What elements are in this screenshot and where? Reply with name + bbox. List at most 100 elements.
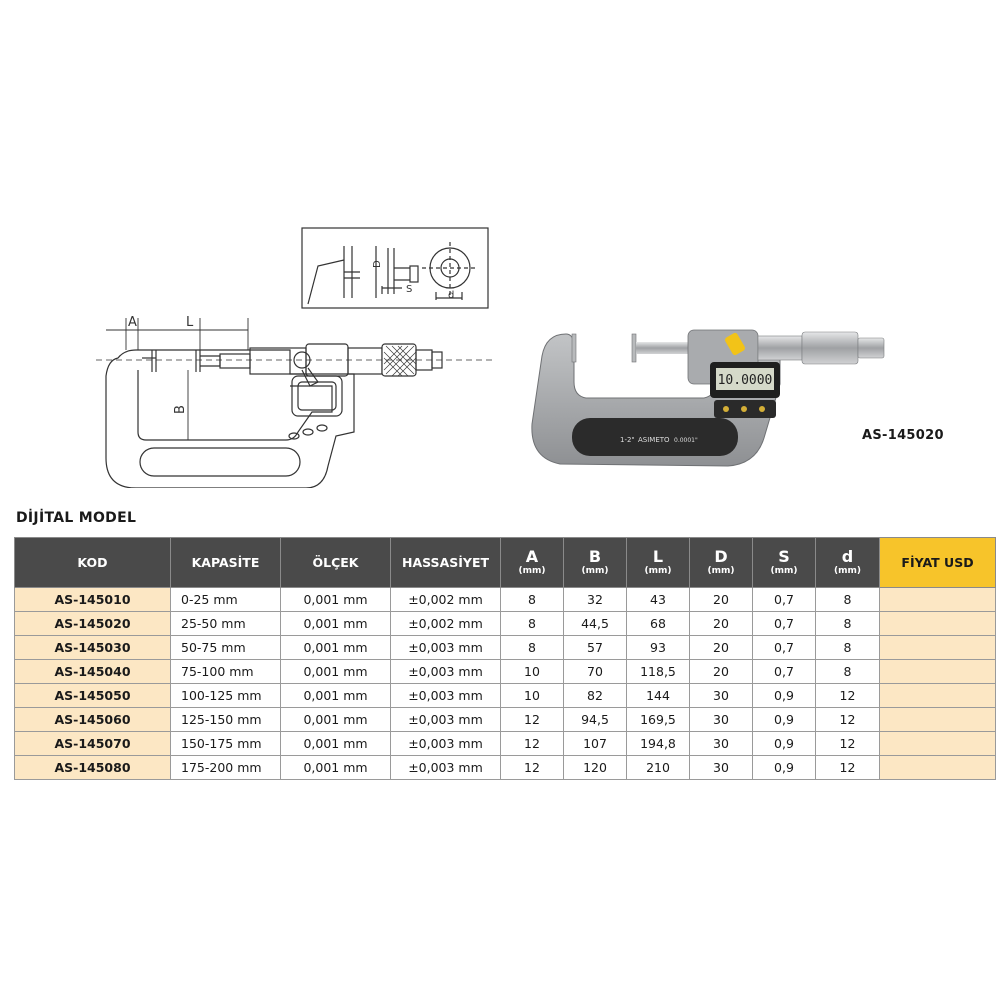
cell-a: 12 xyxy=(500,707,564,732)
cell-price xyxy=(879,755,996,780)
dim-b-label: B xyxy=(173,405,188,414)
cell-price xyxy=(879,707,996,732)
technical-drawing: A L B D S d xyxy=(96,227,496,488)
cell-scale: 0,001 mm xyxy=(280,611,391,636)
header-fiyat: FİYAT USD xyxy=(879,537,996,588)
model-code-label: AS-145020 xyxy=(862,428,944,443)
cell-price xyxy=(879,611,996,636)
spec-table: KOD KAPASİTE ÖLÇEK HASSASİYET A(mm) B(mm… xyxy=(14,537,996,780)
dim-s-label: S xyxy=(406,284,412,295)
cell-s: 0,7 xyxy=(752,587,816,612)
cell-small-d: 8 xyxy=(815,635,880,660)
header-hassasiyet: HASSASİYET xyxy=(390,537,501,588)
header-kapasite: KAPASİTE xyxy=(170,537,281,588)
cell-accuracy: ±0,002 mm xyxy=(390,587,501,612)
cell-accuracy: ±0,003 mm xyxy=(390,683,501,708)
cell-s: 0,9 xyxy=(752,731,816,756)
cell-scale: 0,001 mm xyxy=(280,707,391,732)
cell-capacity: 75-100 mm xyxy=(170,659,281,684)
cell-code: AS-145020 xyxy=(14,611,171,636)
product-photo: 1-2" ASIMETO 0.0001" 10.0000 xyxy=(531,329,885,467)
cell-b: 120 xyxy=(563,755,627,780)
cell-price xyxy=(879,683,996,708)
cell-scale: 0,001 mm xyxy=(280,659,391,684)
frame-outline xyxy=(105,349,355,488)
cell-a: 8 xyxy=(500,611,564,636)
cell-scale: 0,001 mm xyxy=(280,635,391,660)
cell-capacity: 175-200 mm xyxy=(170,755,281,780)
cell-accuracy: ±0,003 mm xyxy=(390,731,501,756)
cell-s: 0,9 xyxy=(752,683,816,708)
cell-price xyxy=(879,659,996,684)
cell-s: 0,7 xyxy=(752,635,816,660)
cell-price xyxy=(879,731,996,756)
sleeve xyxy=(757,335,803,361)
cell-code: AS-145010 xyxy=(14,587,171,612)
cell-d: 20 xyxy=(689,635,753,660)
cell-code: AS-145050 xyxy=(14,683,171,708)
anvil-disc xyxy=(571,333,577,363)
cell-scale: 0,001 mm xyxy=(280,683,391,708)
cell-d: 20 xyxy=(689,611,753,636)
cell-capacity: 0-25 mm xyxy=(170,587,281,612)
disc-detail-inset xyxy=(301,227,489,309)
cell-b: 107 xyxy=(563,731,627,756)
cell-l: 68 xyxy=(626,611,690,636)
cell-small-d: 12 xyxy=(815,683,880,708)
cell-d: 30 xyxy=(689,707,753,732)
insulation-grip xyxy=(572,418,738,456)
cell-d: 30 xyxy=(689,683,753,708)
cell-s: 0,9 xyxy=(752,707,816,732)
cell-b: 82 xyxy=(563,683,627,708)
grip-size-text: 1-2" xyxy=(620,436,635,444)
cell-b: 94,5 xyxy=(563,707,627,732)
cell-accuracy: ±0,003 mm xyxy=(390,707,501,732)
cell-b: 70 xyxy=(563,659,627,684)
cell-capacity: 125-150 mm xyxy=(170,707,281,732)
cell-l: 93 xyxy=(626,635,690,660)
cell-d: 20 xyxy=(689,587,753,612)
spindle-disc xyxy=(631,333,637,363)
cell-capacity: 25-50 mm xyxy=(170,611,281,636)
table-header-row: KOD KAPASİTE ÖLÇEK HASSASİYET A(mm) B(mm… xyxy=(14,537,996,588)
cell-scale: 0,001 mm xyxy=(280,731,391,756)
cell-b: 32 xyxy=(563,587,627,612)
thimble xyxy=(801,331,859,365)
cell-code: AS-145030 xyxy=(14,635,171,660)
header-d: D(mm) xyxy=(689,537,753,588)
cell-capacity: 100-125 mm xyxy=(170,683,281,708)
cell-small-d: 8 xyxy=(815,587,880,612)
cell-code: AS-145080 xyxy=(14,755,171,780)
header-l: L(mm) xyxy=(626,537,690,588)
cell-l: 210 xyxy=(626,755,690,780)
cell-d: 20 xyxy=(689,659,753,684)
cell-s: 0,7 xyxy=(752,611,816,636)
cell-small-d: 12 xyxy=(815,731,880,756)
section-title: DİJİTAL MODEL xyxy=(16,510,137,526)
cell-a: 10 xyxy=(500,683,564,708)
ratchet xyxy=(857,337,885,359)
header-s: S(mm) xyxy=(752,537,816,588)
cell-a: 12 xyxy=(500,755,564,780)
dim-d-label: D xyxy=(372,260,383,268)
cell-s: 0,9 xyxy=(752,755,816,780)
cell-code: AS-145070 xyxy=(14,731,171,756)
cell-capacity: 150-175 mm xyxy=(170,731,281,756)
header-olcek: ÖLÇEK xyxy=(280,537,391,588)
dim-small-d-label: d xyxy=(448,290,454,301)
cell-small-d: 8 xyxy=(815,659,880,684)
cell-code: AS-145060 xyxy=(14,707,171,732)
grip-brand-text: ASIMETO xyxy=(638,436,670,444)
header-a: A(mm) xyxy=(500,537,564,588)
cell-a: 8 xyxy=(500,635,564,660)
cell-b: 57 xyxy=(563,635,627,660)
cell-price xyxy=(879,587,996,612)
